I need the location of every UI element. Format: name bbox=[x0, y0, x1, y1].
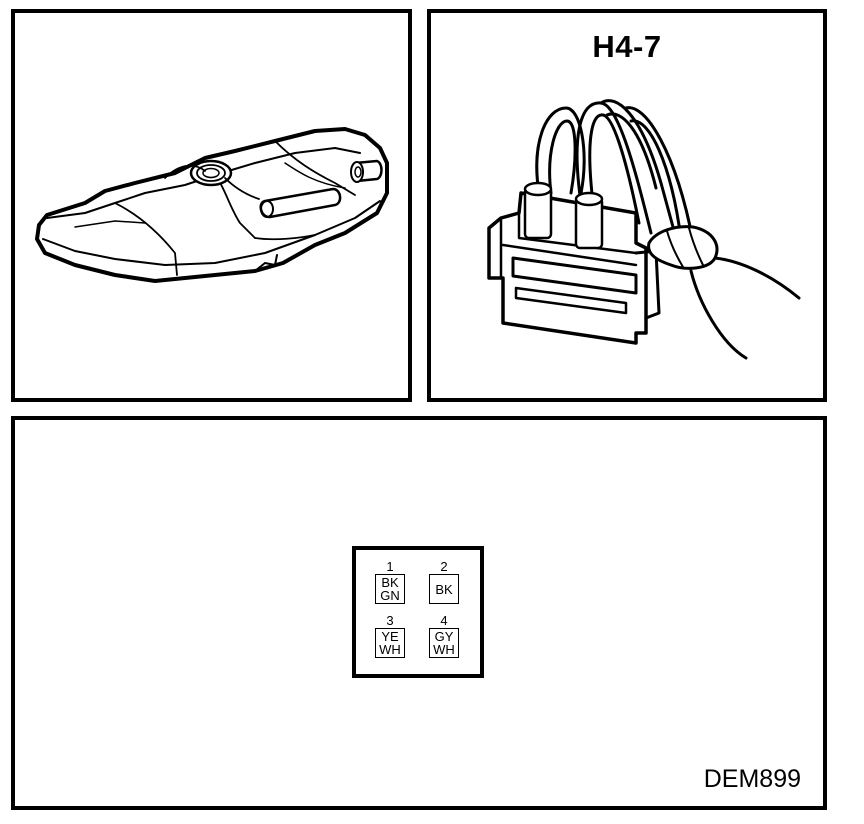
connector-panel: H4-7 bbox=[427, 9, 827, 402]
pinout-panel: 1 BK GN 2 BK 3 YE WH 4 GY WH D bbox=[11, 416, 827, 810]
wire-color-stripe: WH bbox=[433, 642, 455, 657]
connector-id-title: H4-7 bbox=[592, 29, 662, 64]
wire-color-primary: BK bbox=[435, 581, 453, 597]
diagram-code-label: DEM899 bbox=[703, 765, 801, 793]
connector-illustration bbox=[487, 99, 801, 360]
pin-cell: 1 BK GN bbox=[372, 560, 408, 604]
wire-color-stripe: WH bbox=[379, 642, 401, 657]
pin-cell: 2 BK bbox=[426, 560, 462, 604]
wire-color-stripe: GN bbox=[380, 588, 400, 603]
wire-color-primary: GY bbox=[434, 629, 454, 644]
pin-number: 1 bbox=[386, 559, 394, 574]
wire-color-primary: BK bbox=[381, 575, 399, 590]
connector-face: 1 BK GN 2 BK 3 YE WH 4 GY WH bbox=[352, 546, 484, 678]
pin-cavity: BK GN bbox=[375, 574, 405, 604]
pin-number: 3 bbox=[386, 613, 394, 628]
pin-cavity: YE WH bbox=[375, 628, 405, 658]
pin-cavity: GY WH bbox=[429, 628, 459, 658]
pin-cavity: BK bbox=[429, 574, 459, 604]
pin-cell: 3 YE WH bbox=[372, 614, 408, 658]
wire-color-primary: YE bbox=[381, 629, 399, 644]
fuel-tank-panel bbox=[11, 9, 412, 402]
pin-number: 4 bbox=[440, 613, 448, 628]
pin-number: 2 bbox=[440, 559, 448, 574]
pin-cell: 4 GY WH bbox=[426, 614, 462, 658]
fuel-tank-illustration bbox=[35, 127, 389, 283]
